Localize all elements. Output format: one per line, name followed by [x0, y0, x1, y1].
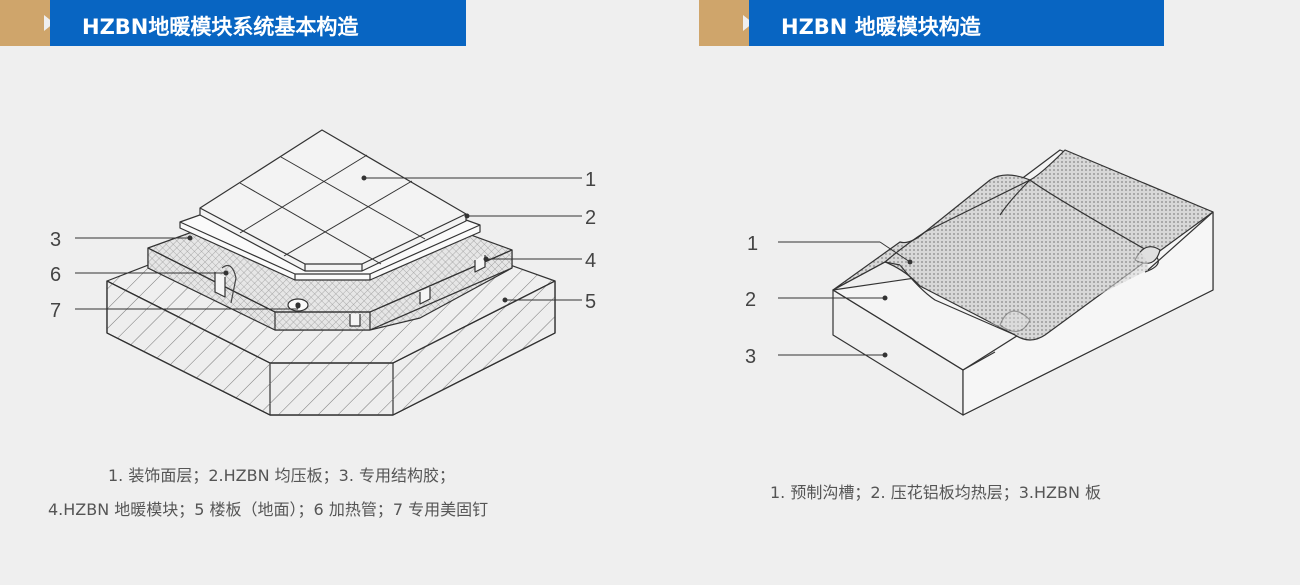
- callout-1: 1: [585, 169, 596, 191]
- callout-4: 4: [585, 250, 596, 272]
- module-construction-diagram: [778, 149, 1214, 416]
- header-arrow-icon: [44, 15, 54, 31]
- callout-leaders: [75, 175, 582, 310]
- left-caption-line-2: 4.HZBN 地暖模块；5 楼板（地面）；6 加热管；7 专用美固钉: [48, 500, 489, 519]
- callout-6: 6: [50, 264, 61, 286]
- header-arrow-icon: [743, 15, 753, 31]
- header-bar: HZBN地暖模块系统基本构造: [50, 0, 466, 46]
- callout-2: 2: [745, 289, 756, 311]
- left-section-header: HZBN地暖模块系统基本构造: [0, 0, 466, 46]
- callout-5: 5: [585, 291, 596, 313]
- callout-3: 3: [745, 346, 756, 368]
- floor-heating-system-diagram: [75, 129, 582, 416]
- header-accent: [699, 0, 749, 46]
- callout-1: 1: [747, 233, 758, 255]
- right-caption: 1. 预制沟槽；2. 压花铝板均热层；3.HZBN 板: [770, 483, 1101, 502]
- left-caption-line-1: 1. 装饰面层；2.HZBN 均压板；3. 专用结构胶；: [108, 466, 455, 485]
- callout-3: 3: [50, 229, 61, 251]
- callout-leaders: [778, 241, 913, 358]
- left-section-title: HZBN地暖模块系统基本构造: [82, 15, 359, 39]
- right-callout-numbers: 1 2 3: [745, 233, 758, 368]
- header-accent: [0, 0, 50, 46]
- callout-2: 2: [585, 207, 596, 229]
- right-section-header: HZBN 地暖模块构造: [699, 0, 1164, 46]
- callout-7: 7: [50, 300, 61, 322]
- tile-layer: [199, 129, 467, 272]
- left-callout-numbers: 1 2 3 4 6 5 7: [50, 169, 596, 322]
- right-section-title: HZBN 地暖模块构造: [781, 15, 981, 39]
- header-bar: HZBN 地暖模块构造: [749, 0, 1164, 46]
